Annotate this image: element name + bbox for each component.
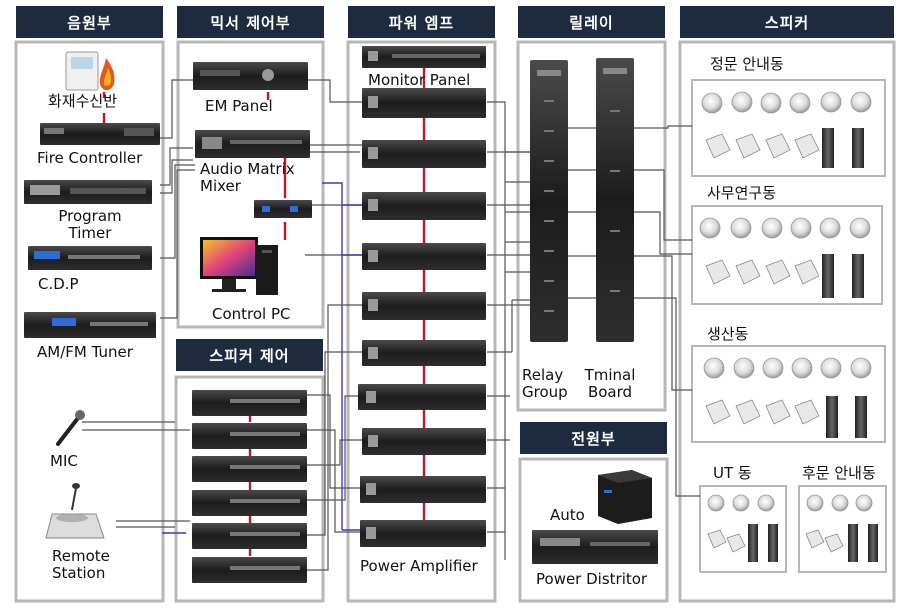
header-speaker-control: 스피커 제어: [176, 339, 323, 371]
header-source: 음원부: [16, 6, 163, 38]
fire-panel-icon: [65, 51, 115, 91]
speakers-office: [699, 217, 871, 298]
speakers-rear-gate: [805, 494, 878, 562]
header-mixer: 믹서 제어부: [177, 6, 324, 38]
relay-group-icon: [530, 60, 568, 342]
amp-panel: [346, 40, 497, 603]
label-control-pc: Control PC: [212, 305, 291, 323]
zone-box-main-gate: [691, 79, 886, 177]
audio-matrix-icon: [195, 130, 310, 158]
zone-box-ut: [699, 485, 787, 573]
power-distributor-icon: [532, 530, 658, 564]
power-panel: [518, 457, 669, 603]
cdp-icon: [28, 246, 152, 270]
zone-box-production: [691, 345, 886, 443]
speaker-control-units: [192, 390, 307, 583]
speaker-control-panel: [174, 375, 325, 603]
zone-box-office: [691, 205, 883, 305]
connection-lines: [82, 79, 700, 571]
speakers-ut: [707, 494, 778, 562]
header-amp: 파워 엠프: [348, 6, 495, 38]
label-fire-panel: 화재수신반: [48, 92, 118, 110]
terminal-board-icon: [596, 58, 634, 342]
monitor-panel-icon: [362, 46, 486, 68]
label-em-panel: EM Panel: [205, 97, 273, 115]
relay-panel: [516, 40, 667, 412]
label-tuner: AM/FM Tuner: [37, 343, 133, 361]
zone-box-rear-gate: [798, 485, 887, 573]
label-remote-station: Remote Station: [52, 547, 110, 582]
interface-icon: [254, 200, 312, 218]
red-links: [102, 68, 426, 556]
label-zone-office: 사무연구동: [707, 184, 777, 202]
power-amplifier-units: [358, 88, 486, 547]
ups-icon: [598, 470, 652, 524]
label-program-timer: Program Timer: [58, 207, 122, 242]
header-relay: 릴레이: [518, 6, 665, 38]
remote-station-icon: [45, 483, 105, 539]
label-zone-main-gate: 정문 안내동: [710, 55, 784, 73]
label-relay-group: Relay Group: [522, 366, 568, 401]
label-zone-production: 생산동: [707, 325, 749, 343]
mic-icon: [56, 410, 85, 446]
tuner-icon: [24, 312, 156, 338]
label-zone-rear-gate: 후문 안내동: [802, 464, 876, 482]
em-panel-icon: [193, 62, 308, 90]
label-fire-controller: Fire Controller: [37, 149, 143, 167]
label-mic: MIC: [50, 452, 78, 470]
label-audio-matrix: Audio Matrix Mixer: [200, 160, 295, 195]
program-timer-icon: [24, 180, 152, 204]
section-panels: [14, 40, 896, 603]
label-terminal-board: Tminal Board: [584, 366, 636, 401]
speakers-production: [703, 357, 872, 438]
control-pc-icon: [200, 237, 278, 295]
label-auto: Auto: [550, 506, 585, 524]
speaker-panel: [678, 40, 896, 603]
source-panel: [14, 40, 165, 603]
fire-controller-icon: [40, 123, 160, 145]
header-speaker: 스피커: [680, 6, 894, 38]
label-cdp: C.D.P: [38, 275, 79, 293]
mixer-panel: [176, 40, 325, 329]
label-monitor-panel: Monitor Panel: [368, 71, 471, 89]
header-power: 전원부: [520, 422, 667, 454]
label-power-amplifier: Power Amplifier: [360, 557, 478, 575]
speaker-zone-boxes: [691, 79, 887, 573]
label-power-distributor: Power Distritor: [536, 570, 648, 588]
blue-lines: [162, 182, 362, 534]
label-zone-ut: UT 동: [713, 464, 752, 482]
speakers-main-gate: [701, 91, 872, 168]
